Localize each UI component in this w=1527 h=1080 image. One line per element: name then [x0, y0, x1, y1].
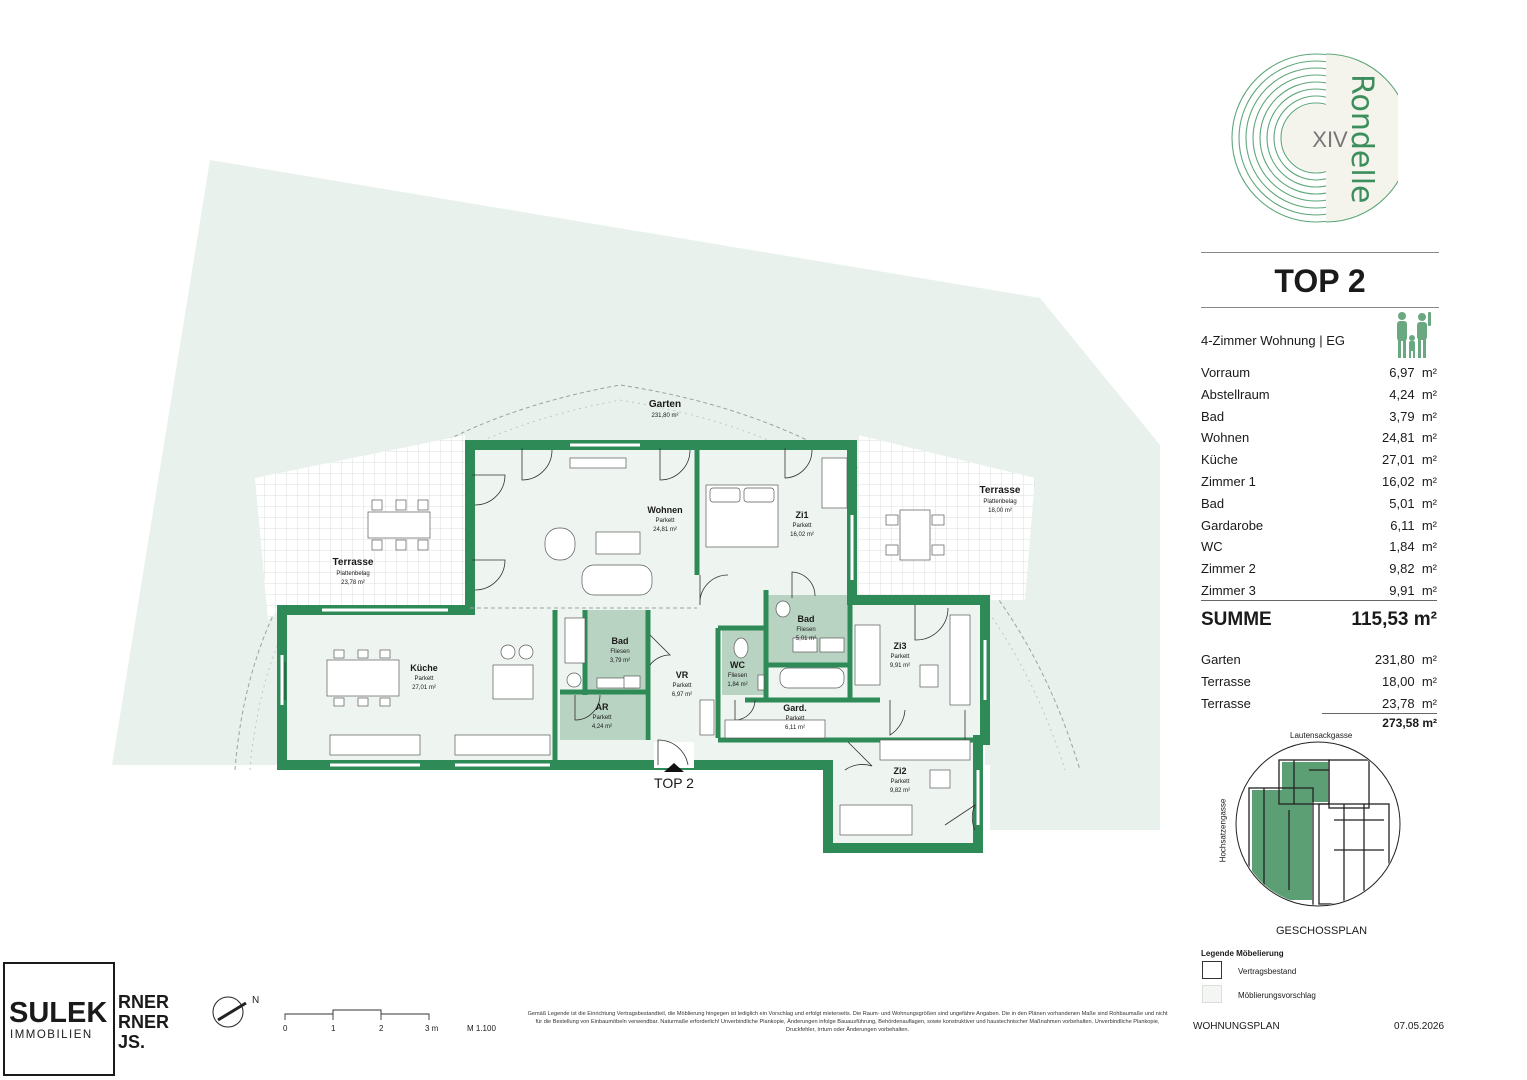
- plan-date: 07.05.2026: [1394, 1021, 1445, 1032]
- legend-title: Legende Möbelierung: [1201, 949, 1284, 958]
- terrace-left: [255, 435, 465, 620]
- entrance-label: TOP 2: [654, 775, 694, 791]
- street-top: Lautensackgasse: [1290, 731, 1353, 740]
- geschossplan-label: GESCHOSSPLAN: [1276, 925, 1368, 937]
- legend-label-contract: Vertragsbestand: [1238, 967, 1297, 976]
- site-plan: [1235, 741, 1401, 907]
- sum-value: 115,53 m²: [1351, 609, 1437, 630]
- legend-swatch-contract: [1202, 961, 1222, 979]
- scale-tick-3: 3 m: [425, 1024, 439, 1033]
- scale-tick-2: 2: [379, 1024, 384, 1033]
- scale-tick-1: 1: [331, 1024, 336, 1033]
- family-icon: [1397, 312, 1431, 358]
- legend-swatch-suggestion: [1202, 985, 1222, 1003]
- doc-type: WOHNUNGSPLAN: [1193, 1021, 1280, 1032]
- label-bad-1: Bad Fliesen 3,79 m²: [609, 636, 631, 664]
- label-kueche: Küche Parkett 27,01 m²: [410, 663, 438, 691]
- label-zi3: Zi3 Parkett 9,91 m²: [889, 641, 911, 669]
- label-bad-2: Bad Fliesen 5,01 m²: [795, 614, 817, 642]
- disclaimer: Gemäß Legende ist die Einrichtung Vertra…: [527, 1011, 1168, 1033]
- company-name: SULEK: [9, 997, 108, 1029]
- logo-roman: XIV: [1312, 127, 1348, 152]
- entrance-arrow-icon: [664, 763, 684, 772]
- label-garten: Garten 231,80 m²: [648, 399, 682, 419]
- company-logo: SULEK IMMOBILIEN: [3, 962, 115, 1076]
- floor-plan: [112, 160, 1160, 855]
- label-gard: Gard. Parkett 6,11 m²: [783, 703, 807, 731]
- street-left: Hochsatzengasse: [1218, 798, 1228, 863]
- apartment-type: 4-Zimmer Wohnung | EG: [1201, 333, 1346, 348]
- label-wc: WC Fliesen 1,84 m²: [727, 660, 748, 688]
- label-terrasse-right: Terrasse Plattenbelag 18,00 m²: [979, 485, 1021, 514]
- label-wohnen: Wohnen Parkett 24,81 m²: [647, 505, 683, 533]
- ar-room: [560, 690, 645, 740]
- label-terrasse-left: Terrasse Plattenbelag 23,78 m²: [332, 557, 374, 586]
- partner-logo: RNER RNER JS.: [118, 992, 170, 1052]
- sum-label: SUMME: [1201, 609, 1272, 630]
- scale-bar: [284, 1009, 430, 1020]
- company-sub: IMMOBILIEN: [10, 1029, 93, 1041]
- sum-row: SUMME 115,53 m²: [1201, 600, 1437, 637]
- legend-label-suggestion: Möblierungsvorschlag: [1238, 991, 1316, 1000]
- north-arrow-icon: N: [212, 995, 259, 1028]
- label-zi1: Zi1 Parkett 16,02 m²: [790, 510, 814, 538]
- label-ar: AR Parkett 4,24 m²: [591, 702, 613, 730]
- logo-name: Rondelle: [1344, 74, 1379, 204]
- page-title: TOP 2: [1201, 252, 1439, 308]
- label-vr: VR Parkett 6,97 m²: [671, 670, 693, 698]
- rondelle-logo: XIV Rondelle: [1231, 53, 1398, 223]
- label-zi2: Zi2 Parkett 9,82 m²: [889, 766, 911, 794]
- scale-tick-0: 0: [283, 1024, 288, 1033]
- scale-ratio: M 1.100: [467, 1024, 496, 1033]
- outdoor-total: 273,58 m²: [1322, 713, 1437, 730]
- svg-text:N: N: [252, 995, 259, 1006]
